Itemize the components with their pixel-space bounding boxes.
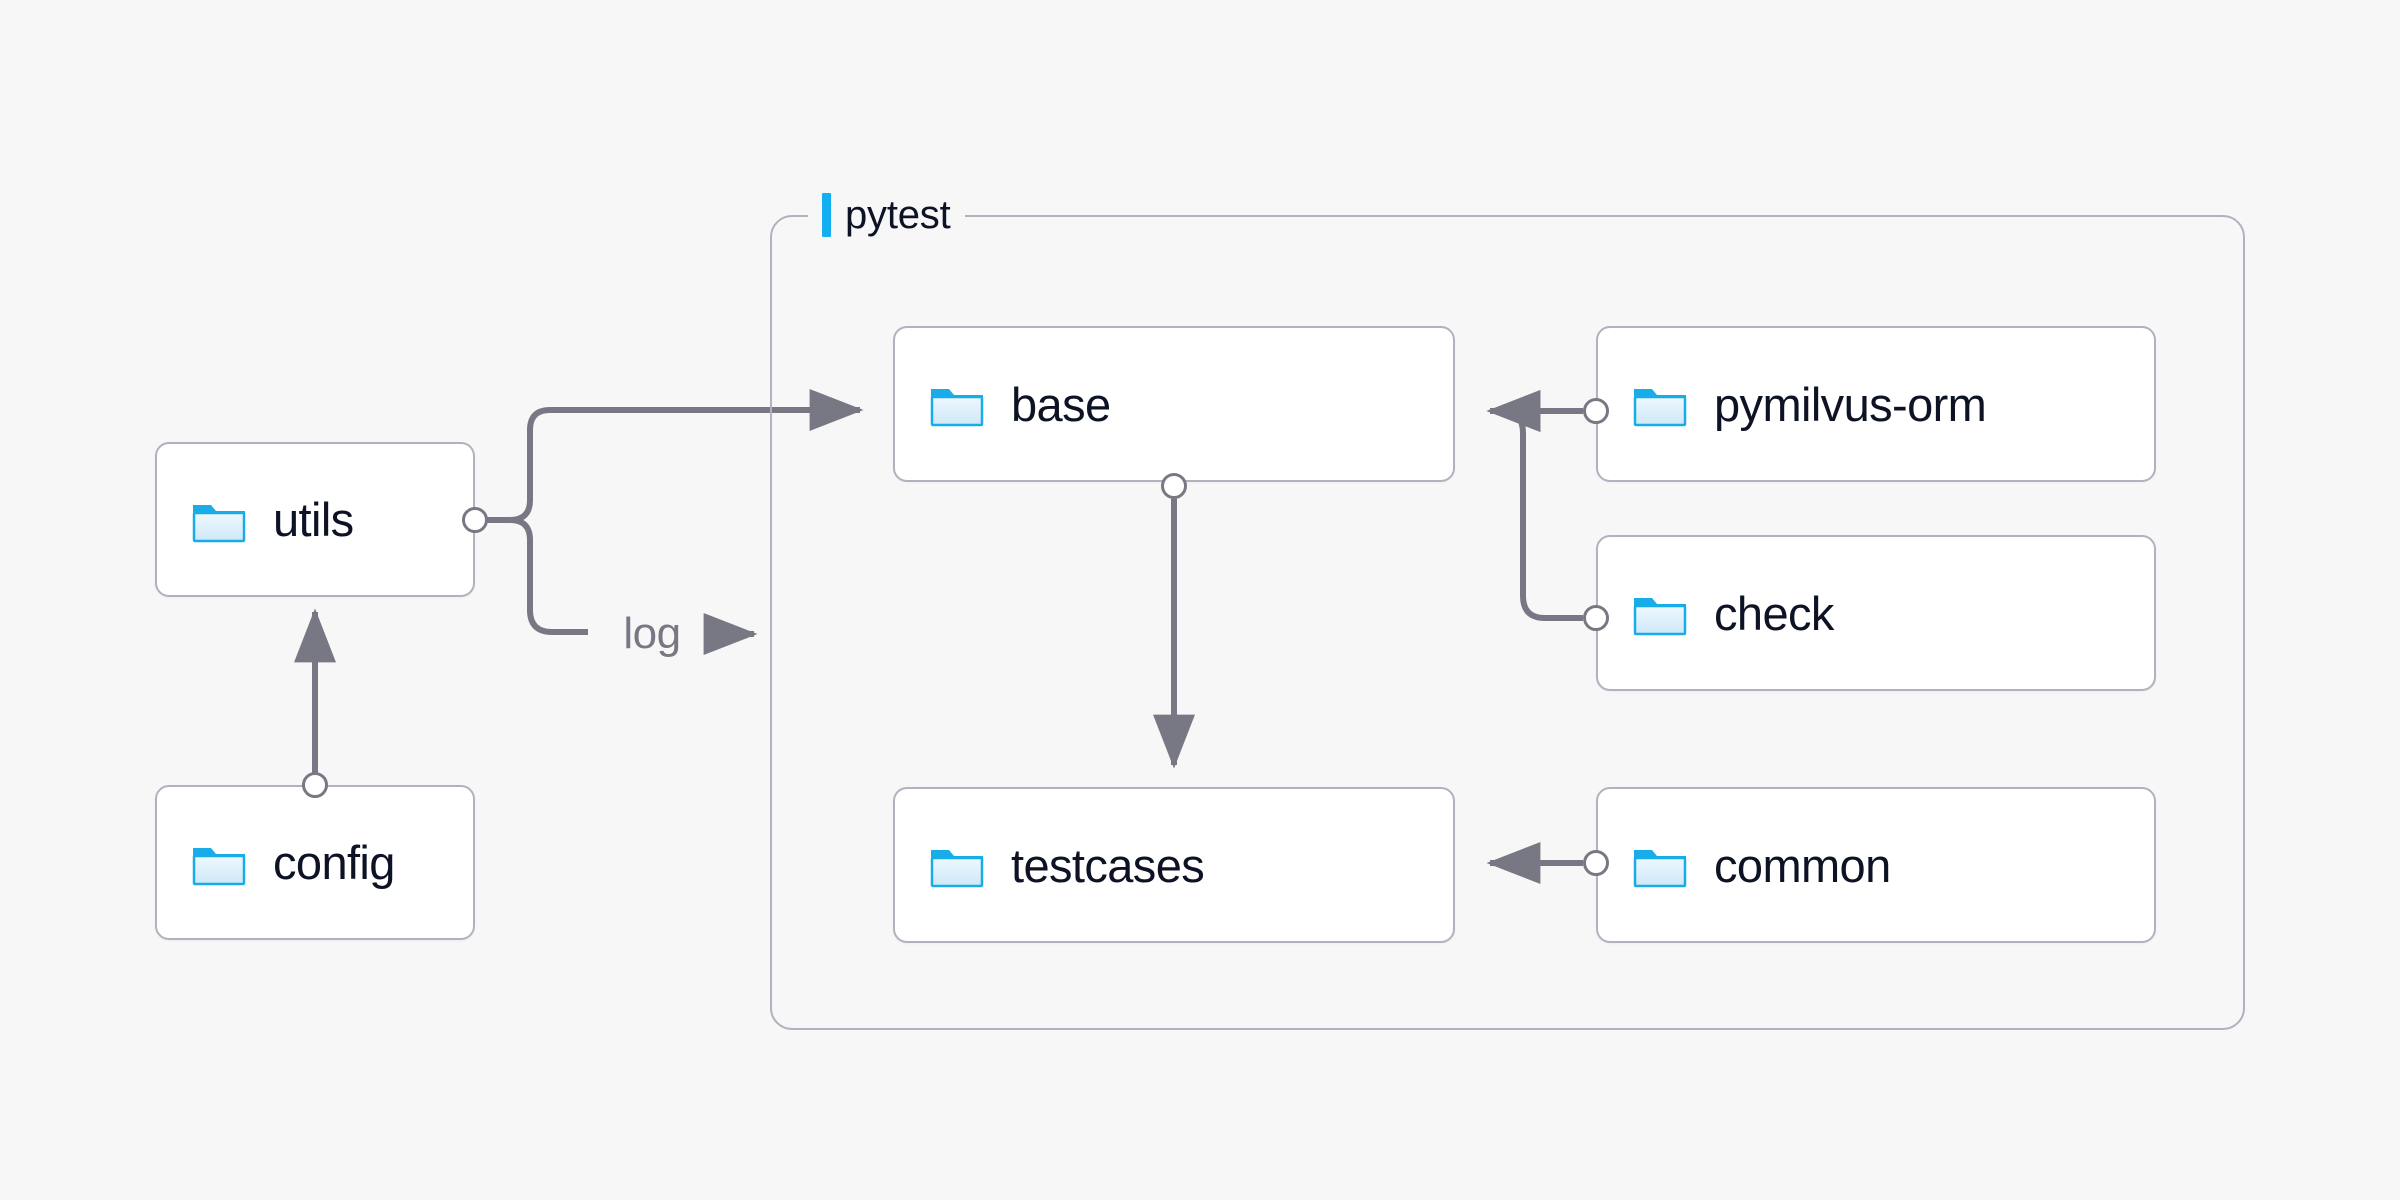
handle-base-bottom[interactable] (1161, 473, 1187, 499)
node-label: check (1714, 586, 1834, 640)
handle-common-left[interactable] (1583, 850, 1609, 876)
node-config[interactable]: config (155, 785, 475, 940)
group-accent-bar (822, 193, 831, 237)
handle-check-left[interactable] (1583, 605, 1609, 631)
folder-icon (930, 850, 984, 888)
folder-icon (192, 504, 246, 542)
node-label: testcases (1011, 838, 1205, 892)
folder-icon (1633, 598, 1687, 636)
edge-label-log: log (615, 612, 689, 656)
node-common[interactable]: common (1596, 787, 2156, 943)
node-pymilvus-orm[interactable]: pymilvus-orm (1596, 326, 2156, 482)
node-utils[interactable]: utils (155, 442, 475, 597)
folder-icon (1633, 389, 1687, 427)
node-base[interactable]: base (893, 326, 1455, 482)
handle-pymilvus-orm-left[interactable] (1583, 398, 1609, 424)
node-label: common (1714, 838, 1891, 892)
node-label: pymilvus-orm (1714, 377, 1987, 431)
folder-icon (930, 389, 984, 427)
node-testcases[interactable]: testcases (893, 787, 1455, 943)
node-check[interactable]: check (1596, 535, 2156, 691)
folder-icon (192, 847, 246, 885)
handle-utils-right[interactable] (462, 507, 488, 533)
group-pytest[interactable] (770, 215, 2245, 1030)
folder-icon (1633, 850, 1687, 888)
node-label: utils (273, 493, 354, 546)
handle-config-top[interactable] (302, 772, 328, 798)
node-label: config (273, 836, 395, 889)
group-pytest-label: pytest (808, 188, 965, 242)
group-label-text: pytest (845, 193, 951, 237)
node-label: base (1011, 377, 1111, 431)
edge-utils-to-log (475, 517, 588, 635)
